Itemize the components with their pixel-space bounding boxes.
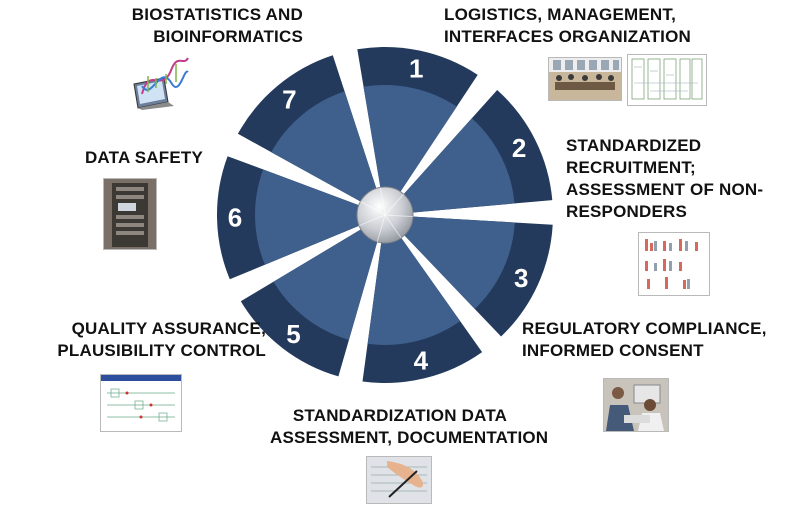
segment-number: 6 <box>228 203 242 233</box>
segment-number: 2 <box>512 133 526 163</box>
server-rack-image <box>103 178 157 250</box>
wheel-segment-4: 4 <box>362 215 483 384</box>
wheel-segment-5: 5 <box>240 215 385 377</box>
signing-document-image <box>366 456 432 504</box>
wheel-segment-2: 2 <box>385 90 553 215</box>
segment-number: 1 <box>409 53 423 83</box>
flowchart-document-image <box>100 374 182 432</box>
segment-inner-fill <box>385 215 515 309</box>
segment-inner-fill <box>363 85 457 215</box>
meeting-room-image <box>548 57 622 101</box>
segment-inner-fill <box>385 118 515 215</box>
wheel-segment-6: 6 <box>216 156 385 280</box>
segment-number: 7 <box>282 84 296 114</box>
hub-facets <box>358 187 414 243</box>
segment-number: 5 <box>286 319 300 349</box>
segment-inner-fill <box>367 215 461 345</box>
segment-number: 4 <box>414 346 429 376</box>
org-chart-image <box>627 54 707 106</box>
segment-inner-fill <box>271 91 385 215</box>
label-segment-1: LOGISTICS, MANAGEMENT,INTERFACES ORGANIZ… <box>444 5 692 46</box>
label-segment-5: QUALITY ASSURANCE,PLAUSIBILITY CONTROL <box>57 319 266 360</box>
label-segment-6: DATA SAFETY <box>84 148 203 167</box>
wheel-segment-3: 3 <box>385 215 553 337</box>
label-segment-3: REGULATORY COMPLIANCE,INFORMED CONSENT <box>522 319 767 360</box>
segment-inner-fill <box>254 169 385 265</box>
segment-number: 3 <box>514 263 528 293</box>
wheel-segment-1: 1 <box>357 47 478 215</box>
bar-charts-image <box>638 232 710 296</box>
wheel-segment-7: 7 <box>237 55 385 215</box>
segment-inner-fill <box>273 215 385 340</box>
dna-laptop-image <box>128 54 190 110</box>
people-at-computer-image <box>603 378 669 432</box>
